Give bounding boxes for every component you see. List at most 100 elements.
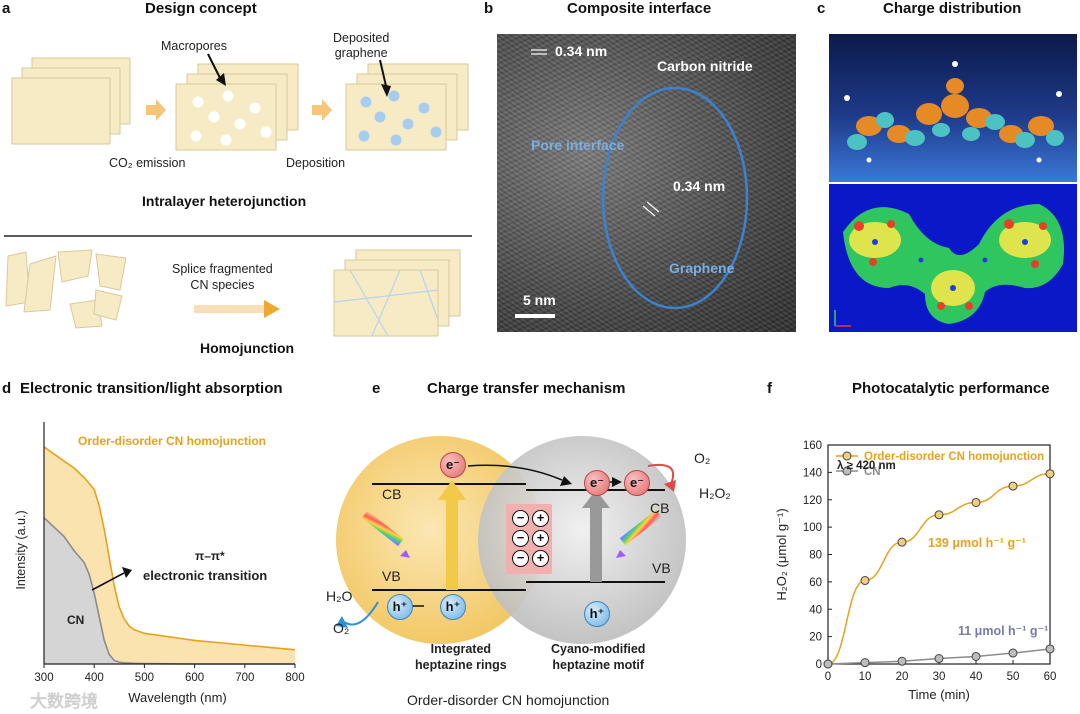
- panel-a-title: Design concept: [145, 0, 257, 17]
- data-point: [934, 654, 944, 664]
- homojunction-lines: [333, 269, 439, 337]
- y-tick-label: 60: [809, 577, 822, 589]
- transition-arrow-head: [122, 567, 132, 578]
- x-tick-label: 400: [85, 672, 104, 684]
- x-axis-label: Wavelength (nm): [128, 690, 227, 705]
- data-point: [823, 659, 833, 669]
- series-area-cn: [44, 517, 295, 664]
- carbon-nitride-label: Carbon nitride: [657, 58, 753, 74]
- panel-a-diagram: [4, 53, 472, 337]
- panel-b-title: Composite interface: [567, 0, 712, 17]
- panel-e-title: Charge transfer mechanism: [427, 380, 626, 397]
- electron-icon: e⁻: [624, 470, 650, 496]
- y-tick-label: 20: [809, 632, 822, 644]
- panel-c-title: Charge distribution: [883, 0, 1022, 17]
- legend-entry: Order-disorder CN homojunction: [864, 451, 1044, 463]
- light-icon-left: [361, 510, 404, 547]
- hole-icon: h⁺: [387, 594, 413, 620]
- fragment-pieces: [5, 249, 127, 329]
- arrow-right-icon: [312, 99, 332, 121]
- h2o2-label: H₂O₂: [699, 485, 731, 501]
- lattice-spacing-top: 0.34 nm: [555, 43, 608, 59]
- graphene-dots: [358, 90, 442, 146]
- data-point: [860, 576, 870, 586]
- h2o-label: H₂O: [326, 588, 353, 604]
- data-point: [1008, 648, 1018, 658]
- panel-e-label: e: [372, 380, 381, 397]
- orbital-isosurface-image: [829, 34, 1077, 182]
- transition-arrow: [91, 572, 125, 591]
- data-point: [860, 658, 870, 668]
- transition-label: electronic transition: [143, 568, 268, 583]
- series-line-homojunction: [43, 446, 296, 651]
- data-point: [1045, 469, 1055, 479]
- y-tick-label: 80: [809, 550, 822, 562]
- annotation-cn-rate: 11 μmol h⁻¹ g⁻¹: [958, 624, 1049, 638]
- hole-icon: h⁺: [440, 594, 466, 620]
- x-tick-label: 600: [185, 672, 204, 684]
- legend-homojunction: Order-disorder CN homojunction: [78, 434, 267, 448]
- bottom-caption: Order-disorder CN homojunction: [407, 692, 610, 708]
- x-tick-label: 30: [933, 671, 946, 683]
- vb-left-label: VB: [382, 568, 401, 584]
- x-tick-label: 50: [1007, 671, 1020, 683]
- data-point: [1045, 644, 1055, 654]
- hole-icon: h⁺: [584, 601, 610, 627]
- y-axis-label: H₂O₂ (μmol g⁻¹): [774, 508, 789, 600]
- homojunction-label: Homojunction: [200, 340, 295, 356]
- panel-b-label: b: [484, 0, 494, 17]
- y-tick-label: 120: [803, 495, 822, 507]
- cb-right-label: CB: [650, 500, 670, 516]
- condition-label: λ ≥ 420 nm: [837, 460, 896, 472]
- sheet-stack-graphene: [345, 63, 469, 151]
- annotation-homojunction-rate: 139 μmol h⁻¹ g⁻¹: [928, 536, 1026, 550]
- x-axis-label: Time (min): [908, 687, 970, 702]
- excitation-arrow-left: [438, 480, 466, 590]
- graphene-label: Graphene: [669, 260, 735, 276]
- panel-d-title: Electronic transition/light absorption: [20, 380, 283, 397]
- y-axis-label: Intensity (a.u.): [14, 510, 28, 589]
- x-tick-label: 0: [825, 671, 831, 683]
- plus-charge-icon: +: [532, 510, 549, 527]
- y-tick-label: 100: [803, 522, 822, 534]
- panel-d-label: d: [2, 380, 12, 397]
- data-point: [971, 651, 981, 661]
- pi-pi-label: π–π*: [195, 549, 225, 563]
- electron-icon: e⁻: [584, 470, 610, 496]
- deposited-graphene-label: Deposited graphene: [333, 31, 390, 60]
- panel-a-label: a: [2, 0, 11, 17]
- o2-label: O₂: [694, 450, 711, 466]
- legend-swatch-marker: [842, 466, 852, 476]
- x-tick-label: 300: [34, 672, 53, 684]
- arrow-right-icon: [264, 300, 280, 318]
- x-tick-label: 700: [235, 672, 254, 684]
- pointer-arrow: [207, 53, 221, 79]
- minus-charge-icon: −: [512, 510, 529, 527]
- oxidation-arrow: [343, 601, 379, 626]
- x-tick-label: 500: [135, 672, 154, 684]
- minus-charge-icon: −: [512, 530, 529, 547]
- data-point: [934, 510, 944, 520]
- x-tick-label: 800: [285, 672, 304, 684]
- y-tick-label: 40: [809, 604, 822, 616]
- right-caption: Cyano-modified heptazine motif: [551, 642, 646, 672]
- splice-label: Splice fragmented CN species: [172, 262, 273, 292]
- vb-right-label: VB: [652, 560, 671, 576]
- panel-c-label: c: [817, 0, 826, 17]
- plus-charge-icon: +: [532, 530, 549, 547]
- lattice-spacing-mid: 0.34 nm: [673, 178, 726, 194]
- o2-out-label: O₂: [333, 620, 350, 636]
- plus-charge-icon: +: [532, 550, 549, 567]
- legend-swatch-marker: [842, 451, 852, 461]
- graphene-ellipse: [601, 86, 749, 310]
- y-tick-label: 140: [803, 467, 822, 479]
- panel-f-label: f: [767, 380, 772, 397]
- x-tick-label: 20: [896, 671, 909, 683]
- x-tick-label: 40: [970, 671, 983, 683]
- data-point: [1008, 481, 1018, 491]
- macropores-label: Macropores: [161, 39, 227, 53]
- charge-density-map: [829, 184, 1077, 332]
- panel-f-title: Photocatalytic performance: [852, 380, 1050, 397]
- pore-interface-label: Pore interface: [531, 137, 625, 153]
